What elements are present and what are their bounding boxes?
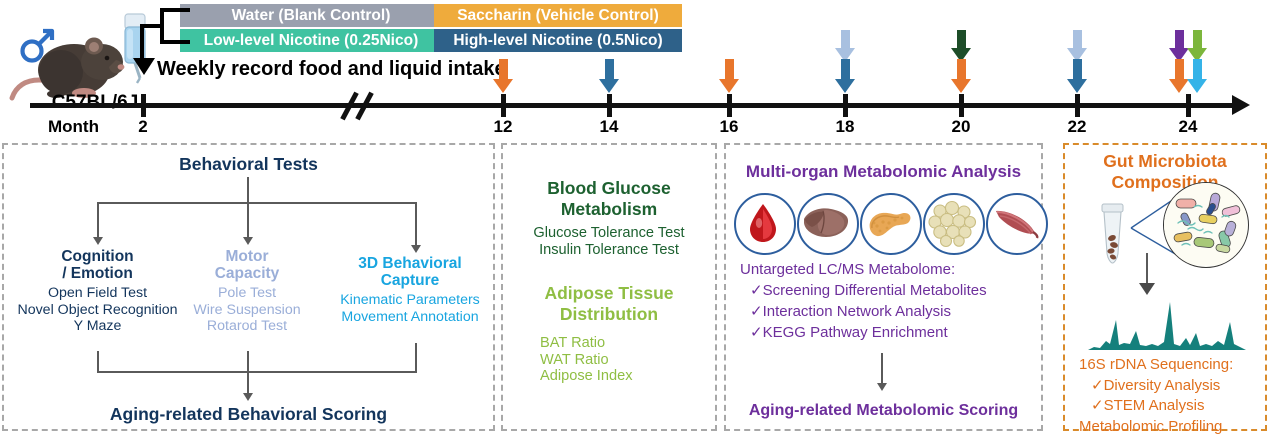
microbiota-title-l1: Gut Microbiota: [1103, 151, 1227, 171]
microbiota-item-0: ✓Diversity Analysis: [1091, 377, 1221, 394]
microbiota-item-1: ✓STEM Analysis: [1091, 397, 1205, 414]
metabolomic-item-1: ✓Interaction Network Analysis: [750, 303, 951, 320]
timeline-tick-16: [727, 94, 732, 117]
pancreas-icon: [860, 193, 922, 255]
behavioral-title: Behavioral Tests: [179, 154, 318, 174]
metabolomic-subtitle: Untargeted LC/MS Metabolome:: [740, 261, 956, 278]
adipose-title-l2: Distribution: [559, 304, 659, 324]
liver-icon: [797, 193, 859, 255]
check-icon: ✓: [750, 282, 763, 299]
weekly-record-arrow: [133, 58, 155, 75]
timeline-tick-12: [501, 94, 506, 117]
bacteria-magnifier-icon: [1163, 182, 1249, 268]
timeline-tick-14: [607, 94, 612, 117]
behavioral-col3-item-0: Kinematic Parameters: [340, 292, 480, 308]
behavioral-col2-item-0: Pole Test: [217, 285, 277, 301]
behavioral-col3-heading-l2: Capture: [380, 272, 440, 289]
adipose-title-l1: Adipose Tissue: [544, 283, 674, 303]
check-icon: ✓: [750, 324, 763, 341]
timeline-tick-label-16: 16: [719, 117, 739, 136]
event-arrow-month-24-3: [1186, 59, 1208, 93]
legend-saccharin: Saccharin (Vehicle Control): [434, 4, 682, 27]
timeline-tick-label-22: 22: [1067, 117, 1087, 136]
event-arrow-month-12-0: [492, 59, 514, 93]
timeline-tick-22: [1075, 94, 1080, 117]
behavioral-col1-item-1: Novel Object Recognition: [17, 301, 178, 318]
behavioral-col3-item-1: Movement Annotation: [341, 308, 479, 325]
muscle-icon: [986, 193, 1048, 255]
blood-drop-icon: [734, 193, 796, 255]
eppendorf-tube-icon: [1093, 201, 1133, 278]
timeline-tick-label-2: 2: [138, 117, 148, 136]
behavioral-footer: Aging-related Behavioral Scoring: [109, 404, 388, 424]
adipose-item-0: BAT Ratio: [540, 335, 606, 351]
timeline-tick-18: [843, 94, 848, 117]
behavioral-col1-item-2: Y Maze: [73, 318, 122, 334]
event-arrow-month-18-0: [834, 30, 856, 62]
timeline-tick-label-12: 12: [493, 117, 513, 136]
timeline-tick-label-24: 24: [1178, 117, 1198, 136]
chromatogram-icon: [1086, 300, 1248, 357]
month-axis-label: Month: [48, 117, 99, 136]
metabolomic-item-2: ✓KEGG Pathway Enrichment: [750, 324, 948, 341]
panel-multiorgan-metabolomic: Multi-organ Metabolomic Analysis: [724, 143, 1048, 431]
timeline-tick-label-14: 14: [599, 117, 619, 136]
timeline-tick-20: [959, 94, 964, 117]
glucose-item-0: Glucose Tolerance Test: [533, 225, 685, 241]
timeline-tick-label-20: 20: [951, 117, 971, 136]
legend-high-nicotine: High-level Nicotine (0.5Nico): [434, 29, 682, 52]
group-bracket: [118, 8, 190, 68]
microbiota-footer: Metabolomic Profiling: [1079, 418, 1223, 435]
event-arrow-month-20-0: [950, 30, 972, 62]
panel-behavioral-tests: Behavioral Tests Cognition / Emotion Ope…: [2, 143, 495, 431]
glucose-title-l2: Metabolism: [560, 199, 658, 219]
legend-water: Water (Blank Control): [180, 4, 442, 27]
panel-gut-microbiota: Gut Microbiota Composition: [1063, 143, 1267, 435]
event-arrow-month-24-1: [1186, 30, 1208, 62]
event-arrow-month-16-0: [718, 59, 740, 93]
microbiota-subtitle: 16S rDNA Sequencing:: [1079, 356, 1234, 373]
adipose-tissue-icon: [923, 193, 985, 255]
event-arrow-month-24-0: [1168, 30, 1190, 62]
behavioral-col3-heading-l1: 3D Behavioral: [358, 255, 462, 272]
timeline-tick-2: [141, 94, 146, 117]
weekly-record-label: Weekly record food and liquid intake: [157, 58, 506, 80]
event-arrow-month-18-1: [834, 59, 856, 93]
timeline-axis: [30, 103, 1235, 108]
behavioral-col1-heading-l2: / Emotion: [62, 265, 133, 282]
metabolomic-footer: Aging-related Metabolomic Scoring: [748, 402, 1019, 419]
adipose-item-1: WAT Ratio: [540, 351, 609, 368]
panel-blood-glucose-adipose: Blood Glucose Metabolism Glucose Toleran…: [501, 143, 717, 431]
microbiota-title-l2: Composition: [1111, 172, 1219, 192]
behavioral-col2-heading-l1: Motor: [225, 248, 269, 265]
event-arrow-month-22-1: [1066, 59, 1088, 93]
timeline-tick-label-18: 18: [835, 117, 855, 136]
event-arrow-month-14-0: [598, 59, 620, 93]
behavioral-col2-heading-l2: Capacity: [214, 265, 280, 282]
adipose-item-2: Adipose Index: [540, 368, 633, 384]
behavioral-col2-item-2: Rotarod Test: [206, 318, 288, 334]
check-icon: ✓: [750, 303, 763, 320]
check-icon: ✓: [1091, 377, 1104, 394]
event-arrow-month-24-2: [1168, 59, 1190, 93]
behavioral-col1-item-0: Open Field Test: [47, 285, 148, 301]
metabolomic-title: Multi-organ Metabolomic Analysis: [745, 162, 1022, 181]
timeline-arrowhead: [1232, 95, 1250, 115]
metabolomic-item-0: ✓Screening Differential Metabolites: [750, 282, 987, 299]
legend-low-nicotine: Low-level Nicotine (0.25Nico): [180, 29, 442, 52]
glucose-title-l1: Blood Glucose: [547, 178, 671, 198]
behavioral-col2-item-1: Wire Suspension: [193, 301, 301, 318]
event-arrow-month-22-0: [1066, 30, 1088, 62]
behavioral-col1-heading-l1: Cognition: [61, 248, 134, 265]
check-icon: ✓: [1091, 397, 1104, 414]
timeline-tick-24: [1186, 94, 1191, 117]
glucose-item-1: Insulin Tolerance Test: [539, 241, 679, 258]
event-arrow-month-20-1: [950, 59, 972, 93]
